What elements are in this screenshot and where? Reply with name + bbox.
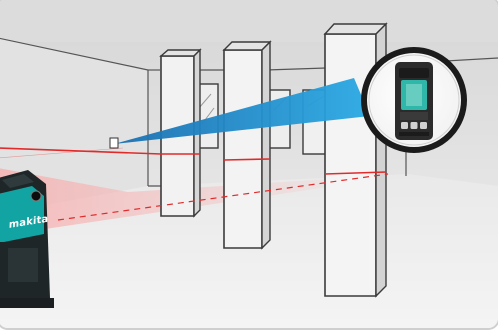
receiver-zoom-badge [364, 50, 464, 150]
receiver-mount [110, 138, 118, 148]
receiver-button-3 [420, 122, 427, 129]
receiver-button-1 [401, 122, 408, 129]
receiver-button-2 [411, 122, 418, 129]
room-scene [0, 0, 498, 328]
laser-level-tool [0, 170, 54, 308]
pillar-2 [224, 42, 270, 248]
ceiling [0, 0, 498, 42]
